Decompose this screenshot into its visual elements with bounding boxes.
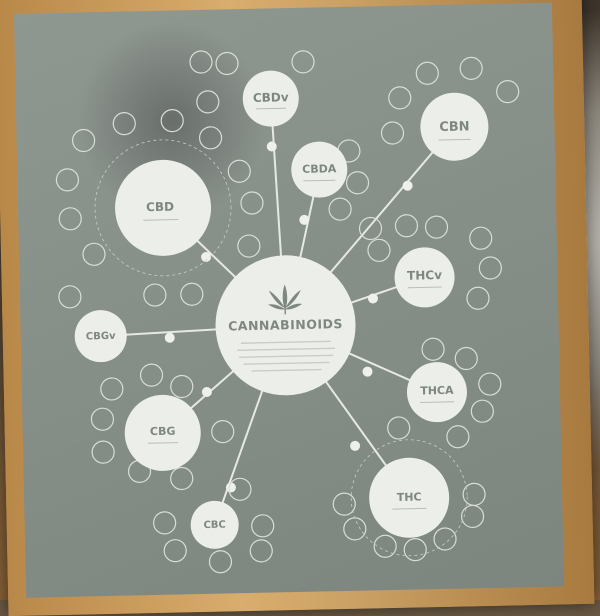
node-cbg: [124, 394, 201, 471]
label-thcv: THCv: [407, 268, 442, 283]
node-thcv: [394, 247, 455, 308]
node-cbgv: [74, 310, 127, 363]
node-cbc: [190, 500, 239, 549]
center-node: [215, 255, 356, 396]
label-cbg: CBG: [150, 425, 176, 439]
node-subtitle-lines: [143, 107, 471, 510]
label-cbgv: CBGv: [86, 331, 116, 343]
node-cbda: [291, 141, 348, 198]
label-thca: THCA: [420, 384, 454, 398]
junction-dots: [164, 141, 413, 493]
main-title: CANNABINOIDS: [228, 316, 343, 333]
label-thc: THC: [397, 490, 422, 504]
node-thca: [406, 362, 467, 423]
thc-halo-ring: [350, 439, 468, 557]
satellite-circles: [55, 50, 520, 574]
label-cbd: CBD: [146, 200, 174, 215]
label-cbn: CBN: [439, 119, 470, 135]
label-cbdv: CBDv: [253, 90, 289, 105]
cannabinoid-nodes: [74, 70, 489, 549]
cannabis-leaf-icon: [268, 284, 303, 315]
label-cbda: CBDA: [302, 162, 337, 176]
cbd-halo-ring: [94, 139, 232, 277]
label-cbc: CBC: [203, 520, 226, 531]
center-description-lines: [237, 340, 336, 372]
node-cbdv: [242, 70, 299, 127]
node-thc: [369, 457, 450, 538]
node-cbd: [115, 159, 212, 256]
node-cbn: [420, 92, 489, 161]
